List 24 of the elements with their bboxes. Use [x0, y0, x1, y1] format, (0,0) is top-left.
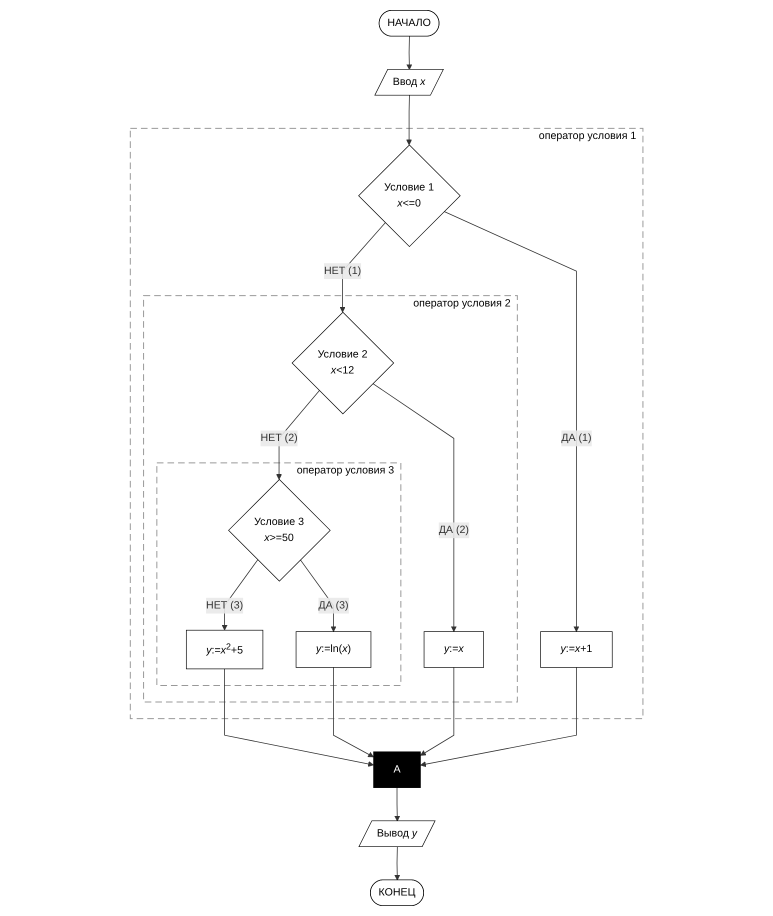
edge-label: ДА (2) — [438, 524, 469, 536]
node-box: y:=x+1 — [540, 631, 612, 668]
edge-label: НЕТ (3) — [206, 600, 244, 611]
edge-label: ДА (1) — [561, 432, 592, 444]
node-diamond: Условие 3 x>=50 — [228, 479, 331, 582]
arrow — [406, 95, 412, 146]
edge-label: ДА (3) — [318, 600, 348, 611]
node-box: y:=x$^{2}$+5 — [186, 630, 264, 670]
node-box: A — [373, 751, 421, 788]
edge-label: НЕТ (2) — [260, 432, 298, 444]
arrow — [420, 667, 577, 768]
arrow — [332, 667, 374, 758]
node-box: y:=x — [424, 631, 484, 668]
node-diamond: Условие 2 x<12 — [292, 312, 394, 414]
arrow — [420, 667, 454, 756]
arrow — [444, 211, 580, 632]
arrow — [394, 787, 400, 822]
arrow — [372, 383, 457, 632]
edge-label: НЕТ (1) — [324, 265, 362, 276]
arrow — [394, 846, 400, 880]
arrow — [406, 36, 412, 70]
node-box: y:=ln(x) — [296, 631, 372, 668]
arrow — [224, 668, 374, 767]
node-diamond: Условие 1 x<=0 — [358, 144, 461, 248]
